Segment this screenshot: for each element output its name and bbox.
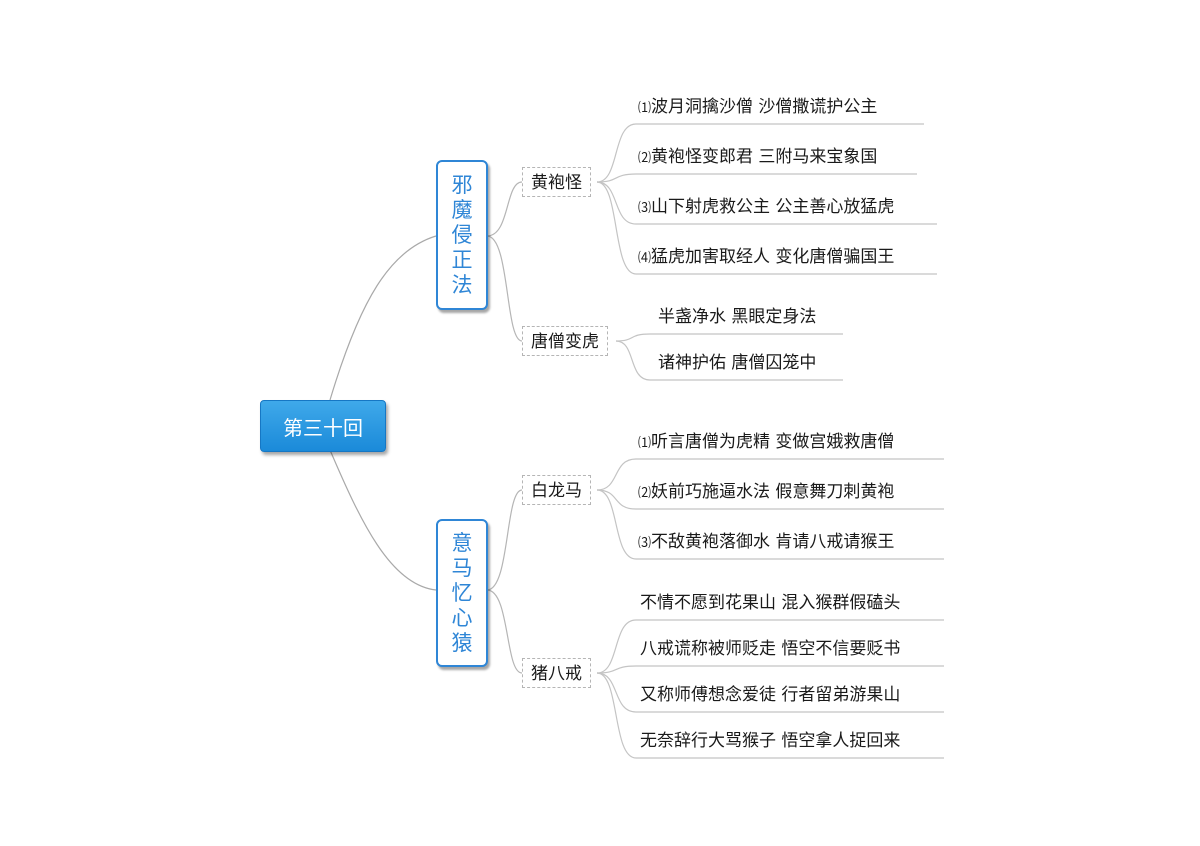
leaf-text: 半盏净水 黑眼定身法 <box>658 307 817 327</box>
sub-topic-huangpaoguai[interactable]: 黄袍怪 <box>522 167 591 197</box>
leaf-text: 妖前巧施逼水法 假意舞刀刺黄袍 <box>651 482 895 502</box>
leaf-item[interactable]: 无奈辞行大骂猴子 悟空拿人捉回来 <box>640 726 900 756</box>
sub-topic-label: 猪八戒 <box>531 664 582 684</box>
leaf-text: 诸神护佑 唐僧囚笼中 <box>658 353 817 373</box>
link-leaf <box>596 489 944 560</box>
link-leaf <box>596 672 944 713</box>
link-leaf <box>596 173 917 183</box>
leaf-text: 山下射虎救公主 公主善心放猛虎 <box>651 197 895 217</box>
link-leaf <box>615 340 843 381</box>
leaf-item[interactable]: 八戒谎称被师贬走 悟空不信要贬书 <box>640 634 900 664</box>
sub-topic-bailongma[interactable]: 白龙马 <box>522 475 591 505</box>
leaf-text: 不敌黄袍落御水 肯请八戒请猴王 <box>651 532 895 552</box>
leaf-number: ⑴ <box>638 101 652 116</box>
link-leaf <box>596 672 944 759</box>
leaf-text: 波月洞擒沙僧 沙僧撒谎护公主 <box>651 97 878 117</box>
leaf-item[interactable]: ⑵黄袍怪变郎君 三附马来宝象国 <box>638 142 877 172</box>
link-branch2-sub2 <box>486 589 523 674</box>
sub-topic-zhubajie[interactable]: 猪八戒 <box>522 658 591 688</box>
leaf-item[interactable]: ⑴波月洞擒沙僧 沙僧撒谎护公主 <box>638 92 877 122</box>
leaf-item[interactable]: 半盏净水 黑眼定身法 <box>658 302 816 332</box>
leaf-number: ⑵ <box>638 151 652 166</box>
link-branch1-sub2 <box>486 235 523 342</box>
sub-topic-label: 黄袍怪 <box>531 173 582 193</box>
link-root-branch1 <box>329 235 437 401</box>
leaf-item[interactable]: 诸神护佑 唐僧囚笼中 <box>658 348 816 378</box>
main-topic-2[interactable]: 意马忆心猿 <box>436 519 488 667</box>
sub-topic-label: 白龙马 <box>531 481 582 501</box>
leaf-number: ⑷ <box>638 251 652 266</box>
leaf-item[interactable]: ⑶不敌黄袍落御水 肯请八戒请猴王 <box>638 527 894 557</box>
leaf-text: 八戒谎称被师贬走 悟空不信要贬书 <box>640 639 901 659</box>
link-leaf <box>596 619 944 674</box>
link-leaf <box>596 123 924 183</box>
root-topic-label: 第三十回 <box>283 415 363 440</box>
leaf-text: 不情不愿到花果山 混入猴群假磕头 <box>640 593 901 613</box>
link-leaf <box>596 458 944 491</box>
leaf-number: ⑶ <box>638 536 652 551</box>
leaf-number: ⑴ <box>638 436 652 451</box>
link-leaf <box>596 489 944 510</box>
leaf-item[interactable]: ⑵妖前巧施逼水法 假意舞刀刺黄袍 <box>638 477 894 507</box>
sub-topic-label: 唐僧变虎 <box>531 332 599 352</box>
link-leaf <box>596 181 937 225</box>
leaf-text: 猛虎加害取经人 变化唐僧骗国王 <box>651 247 895 267</box>
leaf-number: ⑶ <box>638 201 652 216</box>
link-leaf <box>615 333 843 342</box>
leaf-item[interactable]: ⑷猛虎加害取经人 变化唐僧骗国王 <box>638 242 894 272</box>
leaf-number: ⑵ <box>638 486 652 501</box>
root-topic[interactable]: 第三十回 <box>260 400 386 452</box>
leaf-item[interactable]: 又称师傅想念爱徒 行者留弟游果山 <box>640 680 900 710</box>
link-branch1-sub1 <box>486 181 523 237</box>
main-topic-1[interactable]: 邪魔侵正法 <box>436 160 488 310</box>
link-leaf <box>596 181 937 275</box>
leaf-item[interactable]: 不情不愿到花果山 混入猴群假磕头 <box>640 588 900 618</box>
leaf-text: 无奈辞行大骂猴子 悟空拿人捉回来 <box>640 731 901 751</box>
link-root-branch2 <box>329 449 437 591</box>
link-branch2-sub1 <box>486 489 523 591</box>
leaf-item[interactable]: ⑶山下射虎救公主 公主善心放猛虎 <box>638 192 894 222</box>
leaf-text: 听言唐僧为虎精 变做宫娥救唐僧 <box>651 432 895 452</box>
leaf-item[interactable]: ⑴听言唐僧为虎精 变做宫娥救唐僧 <box>638 427 894 457</box>
leaf-text: 黄袍怪变郎君 三附马来宝象国 <box>651 147 878 167</box>
link-leaf <box>596 665 944 674</box>
sub-topic-tangsengbianhu[interactable]: 唐僧变虎 <box>522 326 608 356</box>
leaf-text: 又称师傅想念爱徒 行者留弟游果山 <box>640 685 901 705</box>
main-topic-1-label: 邪魔侵正法 <box>451 172 473 297</box>
main-topic-2-label: 意马忆心猿 <box>451 530 473 655</box>
